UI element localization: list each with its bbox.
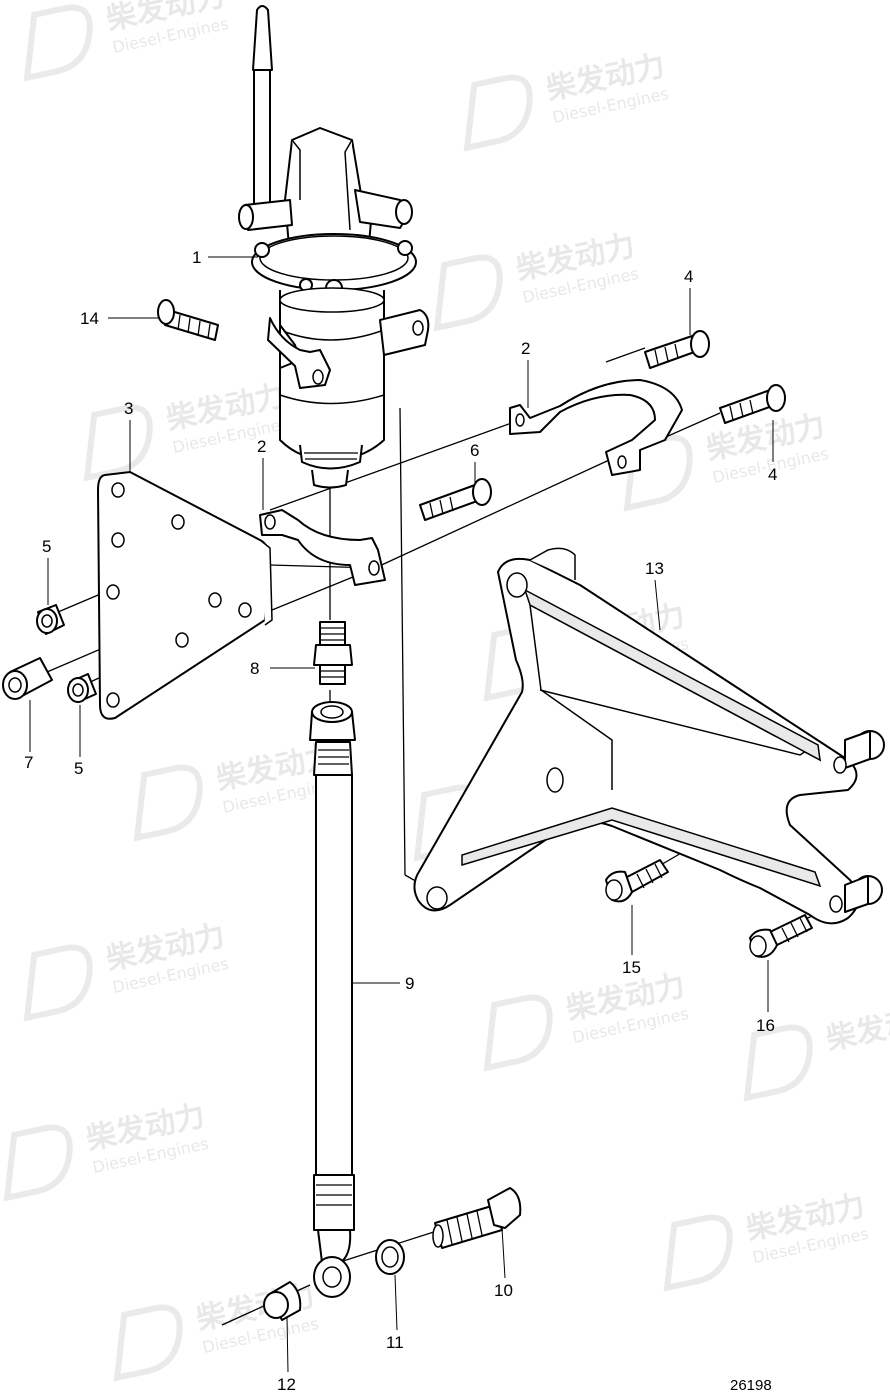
watermark-logo: 柴发动力 Diesel-Engines: [133, 738, 340, 842]
callout-5: 5: [74, 759, 83, 778]
callout-2: 2: [257, 437, 266, 456]
clamp-2-right: [509, 379, 683, 476]
spacer-7: [2, 657, 53, 700]
sleeve-5-lower: [67, 673, 97, 703]
watermark-logo: 柴发动力 Diesel-Engines: [483, 968, 690, 1072]
watermark-logo: 柴发动力 Diesel-Engines: [23, 0, 230, 82]
leader-lines: [29, 256, 774, 1373]
bolt-15: [605, 859, 669, 903]
callout-10: 10: [494, 1281, 513, 1300]
callout-1: 1: [192, 248, 201, 267]
bolt-14: [157, 299, 219, 341]
clamp-2-left: [259, 509, 386, 586]
watermark-logo: 柴发动力 Diesel-Engines: [433, 228, 640, 332]
watermark-logo: 柴发动力: [743, 998, 890, 1102]
watermark-logo: 柴发动力 Diesel-Engines: [3, 1098, 210, 1202]
callout-6: 6: [470, 441, 479, 460]
clamp-upper: [267, 317, 331, 389]
callout-4: 4: [684, 267, 693, 286]
fuel-filter-pump: [238, 5, 430, 489]
watermark-logo: 柴发动力 Diesel-Engines: [463, 48, 670, 152]
diagram-reference-number: 26198: [730, 1377, 772, 1394]
bolt-4-lower: [719, 384, 786, 424]
mounting-bracket: [413, 547, 885, 925]
watermark-logo: 柴发动力 Diesel-Engines: [23, 918, 230, 1022]
cap-12: [263, 1281, 302, 1321]
callout-3: 3: [124, 399, 133, 418]
watermark-logo: 柴发动力 Diesel-Engines: [83, 378, 290, 482]
callout-15: 15: [622, 958, 641, 977]
bolt-4-upper: [644, 330, 710, 369]
sealing-washer-11: [375, 1239, 405, 1275]
callout-14: 14: [80, 309, 99, 328]
callout-9: 9: [405, 974, 414, 993]
callout-16: 16: [756, 1016, 775, 1035]
callout-4: 4: [768, 465, 777, 484]
callout-2: 2: [521, 339, 530, 358]
mounting-plate: [97, 471, 273, 720]
watermark-logo: 柴发动力 Diesel-Engines: [663, 1188, 870, 1292]
bolt-16: [749, 914, 813, 958]
callout-8: 8: [250, 659, 259, 678]
callout-13: 13: [645, 559, 664, 578]
callout-5: 5: [42, 537, 51, 556]
adapter-nipple-8: [313, 621, 353, 685]
watermark-title: 柴发动力: [823, 998, 890, 1057]
callout-labels: 1 14 2 4 4 3 2 6 5 8 13 7 5 9 15 16 10 1…: [24, 248, 777, 1394]
callout-7: 7: [24, 753, 33, 772]
fuel-hose-9: [309, 701, 356, 1298]
callout-11: 11: [386, 1333, 404, 1352]
sleeve-5-upper: [36, 604, 65, 635]
bolt-6: [419, 478, 492, 521]
callout-12: 12: [277, 1375, 296, 1394]
banjo-bolt-10: [432, 1187, 522, 1249]
